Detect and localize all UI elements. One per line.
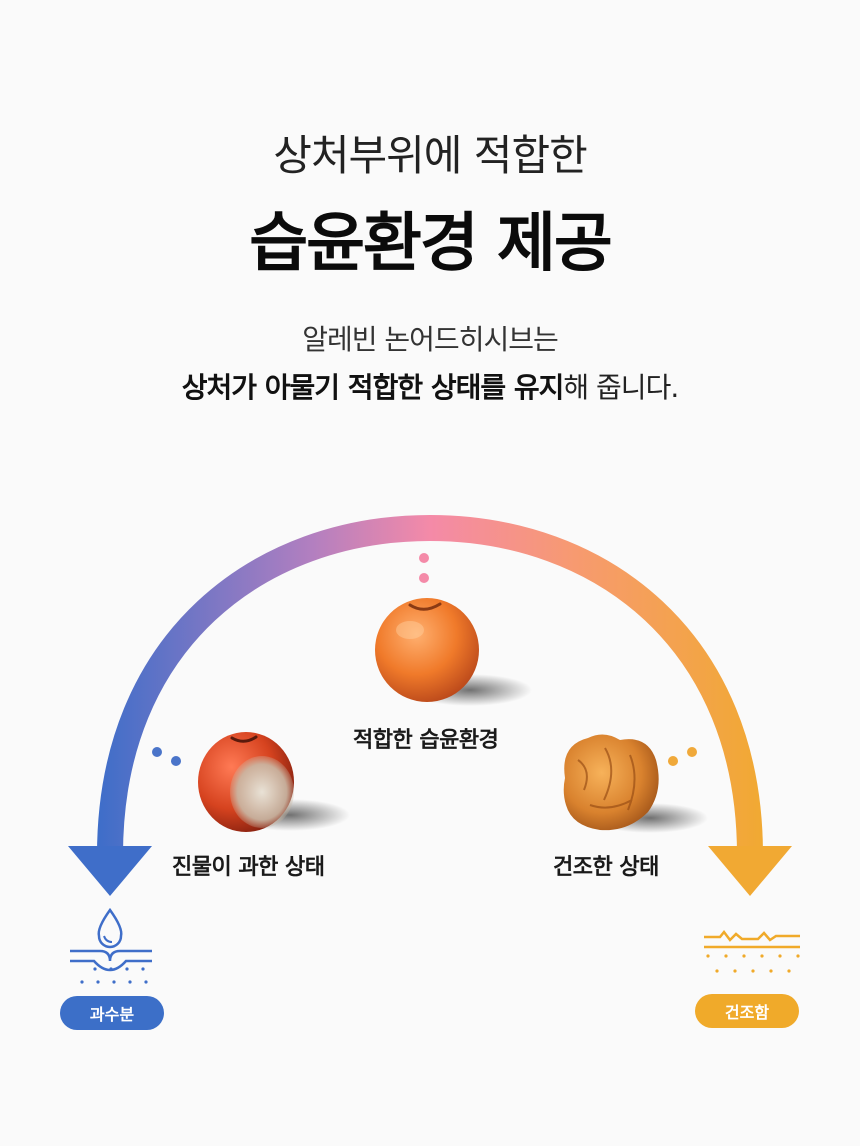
center-label: 적합한 습윤환경 <box>353 728 499 753</box>
dry-skin-dots <box>706 954 800 973</box>
description-highlight: 상처가 아물기 적합한 상태를 유지 <box>181 371 565 404</box>
right-dot <box>668 756 678 766</box>
water-drop-icon <box>97 907 123 949</box>
page-title: 습윤환경 제공 <box>249 207 613 281</box>
wet-skin-icon <box>70 949 152 972</box>
left-dot <box>171 756 181 766</box>
moisture-arc <box>97 514 763 856</box>
moldy-peach-image <box>198 732 350 832</box>
left-badge: 과수분 <box>60 996 164 1030</box>
left-label: 진물이 과한 상태 <box>172 855 325 880</box>
right-badge: 건조함 <box>695 994 799 1028</box>
description-line-1: 알레빈 논어드히시브는 <box>302 323 559 356</box>
center-dot <box>419 553 429 563</box>
dry-skin-icon <box>704 929 800 949</box>
left-arrow-head <box>68 846 152 896</box>
dried-peach-image <box>563 734 708 833</box>
right-label: 건조한 상태 <box>553 855 659 880</box>
center-dot <box>419 573 429 583</box>
description-line-2: 상처가 아물기 적합한 상태를 유지해 줍니다. <box>0 366 860 406</box>
right-arrow-head <box>708 846 792 896</box>
left-dot <box>152 747 162 757</box>
subtitle: 상처부위에 적합한 <box>273 131 587 180</box>
description-tail: 해 줍니다. <box>563 371 679 404</box>
right-dot <box>687 747 697 757</box>
healthy-peach-image <box>375 598 532 706</box>
wet-skin-dots <box>80 967 148 984</box>
